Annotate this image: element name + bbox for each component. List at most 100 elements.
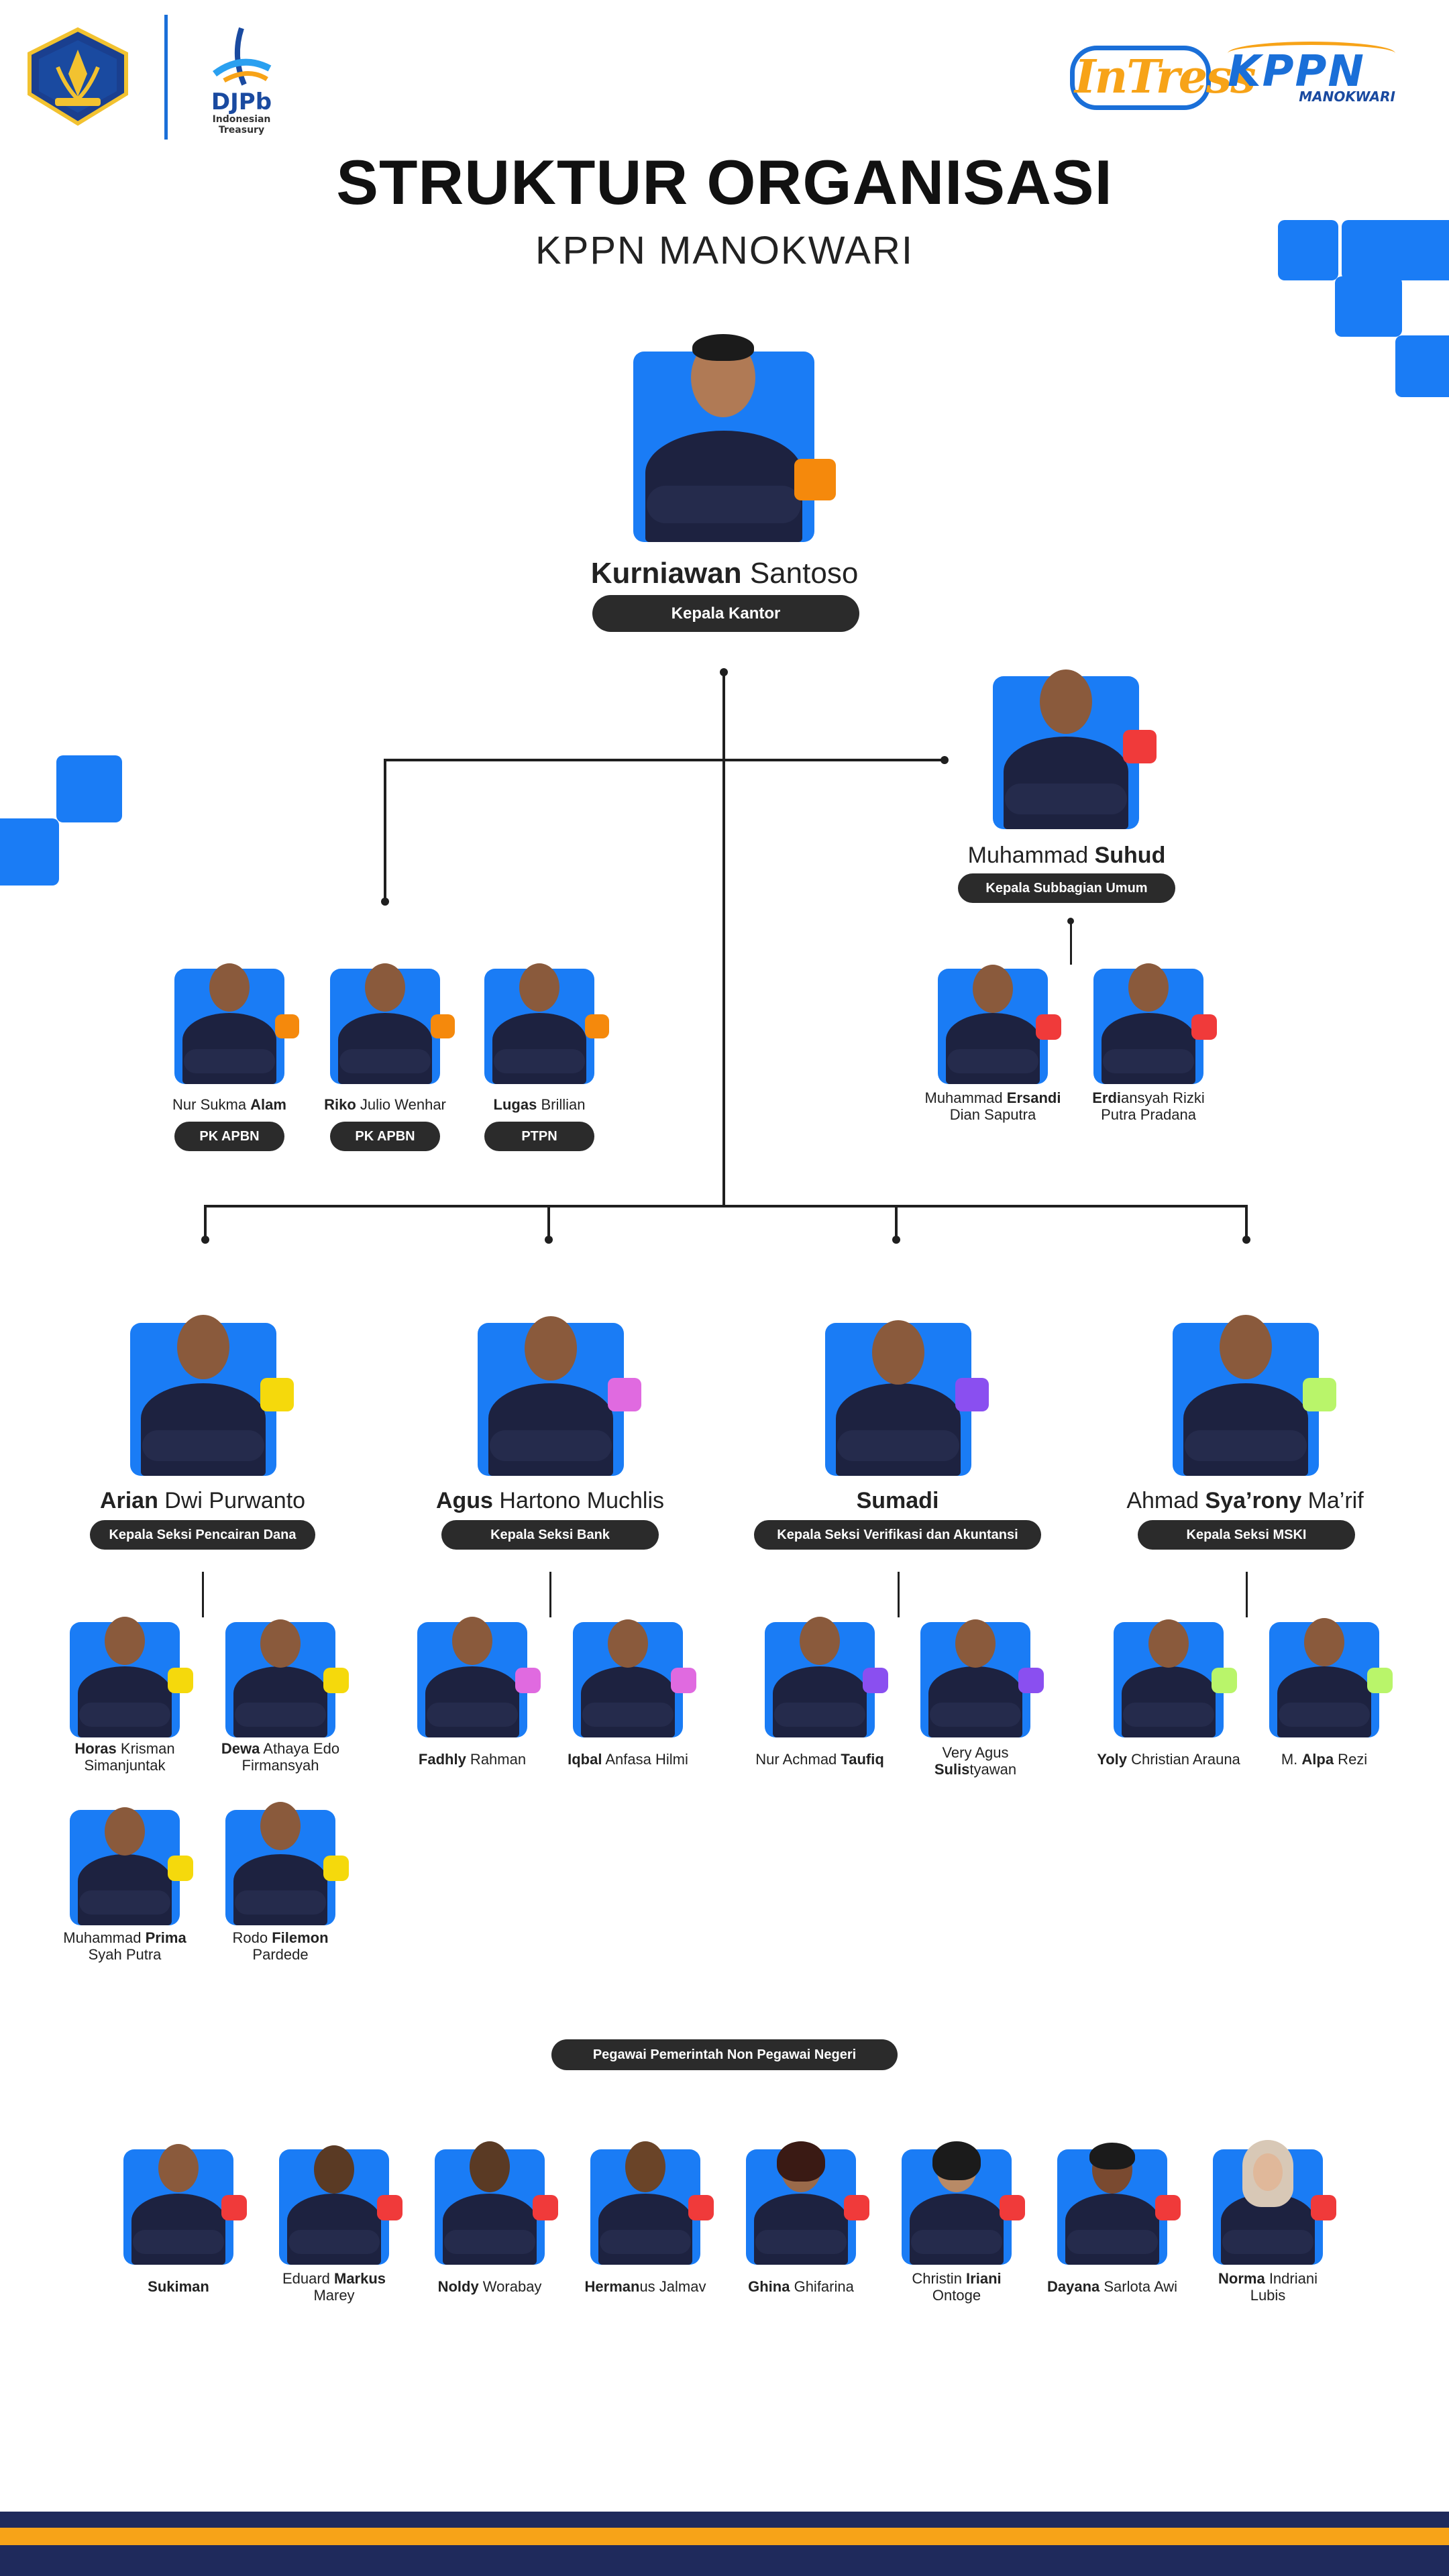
- photo: [573, 1619, 696, 1737]
- photo: [174, 963, 299, 1084]
- logo-divider: [164, 15, 168, 140]
- connector: [1246, 1572, 1248, 1617]
- connector: [722, 672, 725, 1206]
- ppnpn-staff-3-name: Noldy Worabay: [437, 2278, 542, 2295]
- connector-dot: [381, 898, 389, 906]
- section-staff-10-name: M. Alpa Rezi: [1281, 1751, 1368, 1768]
- section-staff-3-name: Muhammad Prima Syah Putra: [63, 1929, 186, 1964]
- photo: [938, 965, 1061, 1084]
- photo: [130, 1315, 294, 1476]
- subbag-role-badge: Kepala Subbagian Umum: [958, 873, 1175, 903]
- kemenkeu-logo: [25, 27, 130, 126]
- accent-tag: [323, 1668, 349, 1693]
- accent-tag: [1123, 730, 1157, 763]
- accent-tag: [1036, 1014, 1061, 1040]
- connector: [547, 1205, 550, 1240]
- photo: [1093, 963, 1217, 1084]
- decor-block: [1395, 335, 1449, 397]
- section-staff-7-name: Nur Achmad Taufiq: [755, 1751, 884, 1768]
- section-staff-9-name: Yoly Christian Arauna: [1097, 1751, 1240, 1768]
- decor-block: [0, 818, 59, 885]
- photo: [70, 1807, 193, 1925]
- head-role-badge: Kepala Kantor: [592, 595, 859, 632]
- accent-tag: [168, 1856, 193, 1881]
- accent-tag: [221, 2195, 247, 2220]
- umum-staff-1-name: Muhammad Ersandi Dian Saputra: [924, 1089, 1061, 1124]
- photo: [225, 1619, 349, 1737]
- accent-tag: [377, 2195, 402, 2220]
- connector-dot: [1067, 918, 1074, 924]
- head-name: Kurniawan Santoso: [590, 557, 859, 590]
- section-staff-4-name: Rodo Filemon Pardede: [232, 1929, 329, 1964]
- decor-block: [1335, 276, 1402, 337]
- accent-tag: [1311, 2195, 1336, 2220]
- photo: [825, 1320, 989, 1476]
- accent-tag: [1303, 1378, 1336, 1411]
- photo: [1114, 1619, 1237, 1737]
- ppnpn-staff-2-name: Eduard Markus Marey: [282, 2270, 386, 2304]
- photo: [279, 2145, 402, 2265]
- photo: [123, 2144, 247, 2265]
- connector: [895, 1205, 898, 1240]
- accent-tag: [1367, 1668, 1393, 1693]
- photo: [902, 2141, 1025, 2265]
- section-head-3-role: Kepala Seksi Verifikasi dan Akuntansi: [754, 1520, 1041, 1550]
- connector-dot: [941, 756, 949, 764]
- photo: [225, 1802, 349, 1925]
- pk-staff-2-name: Riko Julio Wenhar: [324, 1096, 446, 1113]
- section-head-4-role: Kepala Seksi MSKI: [1138, 1520, 1355, 1550]
- accent-tag: [323, 1856, 349, 1881]
- kppn-logo-subtext: MANOKWARI: [1299, 89, 1395, 105]
- connector: [1070, 920, 1072, 965]
- connector-dot: [201, 1236, 209, 1244]
- photo: [478, 1316, 641, 1476]
- section-head-1-name: Arian Dwi Purwanto: [99, 1488, 306, 1513]
- connector: [898, 1572, 900, 1617]
- pk-staff-2-role: PK APBN: [330, 1122, 440, 1151]
- photo: [1269, 1618, 1393, 1737]
- section-staff-2-name: Dewa Athaya Edo Firmansyah: [221, 1740, 340, 1774]
- section-head-2-name: Agus Hartono Muchlis: [435, 1488, 665, 1513]
- accent-tag: [1000, 2195, 1025, 2220]
- accent-tag: [1212, 1668, 1237, 1693]
- ppnpn-staff-8-name: Norma Indriani Lubis: [1218, 2270, 1318, 2304]
- pk-staff-1-role: PK APBN: [174, 1122, 284, 1151]
- connector-dot: [545, 1236, 553, 1244]
- page-subtitle: KPPN MANOKWARI: [535, 229, 914, 272]
- footer-stripe-navy: [0, 2512, 1449, 2528]
- accent-tag: [863, 1668, 888, 1693]
- photo: [765, 1617, 888, 1737]
- accent-tag: [608, 1378, 641, 1411]
- accent-tag: [794, 459, 836, 500]
- pk-staff-1-name: Nur Sukma Alam: [172, 1096, 286, 1113]
- photo: [435, 2141, 558, 2265]
- photo: [633, 334, 836, 542]
- accent-tag: [844, 2195, 869, 2220]
- connector: [204, 1205, 1248, 1208]
- footer-stripe-navy: [0, 2545, 1449, 2576]
- decor-block: [1278, 220, 1338, 280]
- pk-staff-3-role: PTPN: [484, 1122, 594, 1151]
- section-head-2-role: Kepala Seksi Bank: [441, 1520, 659, 1550]
- connector: [549, 1572, 551, 1617]
- accent-tag: [168, 1668, 193, 1693]
- decor-block: [1342, 220, 1449, 280]
- section-staff-5-name: Fadhly Rahman: [418, 1751, 527, 1768]
- photo: [1173, 1315, 1336, 1476]
- accent-tag: [275, 1014, 299, 1038]
- decor-block: [56, 755, 122, 822]
- pk-staff-3-name: Lugas Brillian: [493, 1096, 586, 1113]
- ppnpn-staff-1-name: Sukiman: [148, 2278, 209, 2295]
- photo: [1057, 2143, 1181, 2265]
- connector-dot: [720, 668, 728, 676]
- ppnpn-staff-6-name: Christin Iriani Ontoge: [912, 2270, 1002, 2304]
- accent-tag: [955, 1378, 989, 1411]
- accent-tag: [1018, 1668, 1044, 1693]
- section-staff-8-name: Very Agus Sulistyawan: [934, 1744, 1017, 1778]
- page-title: STRUKTUR ORGANISASI: [336, 147, 1113, 217]
- accent-tag: [585, 1014, 609, 1038]
- accent-tag: [1155, 2195, 1181, 2220]
- ppnpn-staff-7-name: Dayana Sarlota Awi: [1046, 2278, 1178, 2295]
- djpb-name: DJPb: [211, 89, 272, 115]
- connector-dot: [892, 1236, 900, 1244]
